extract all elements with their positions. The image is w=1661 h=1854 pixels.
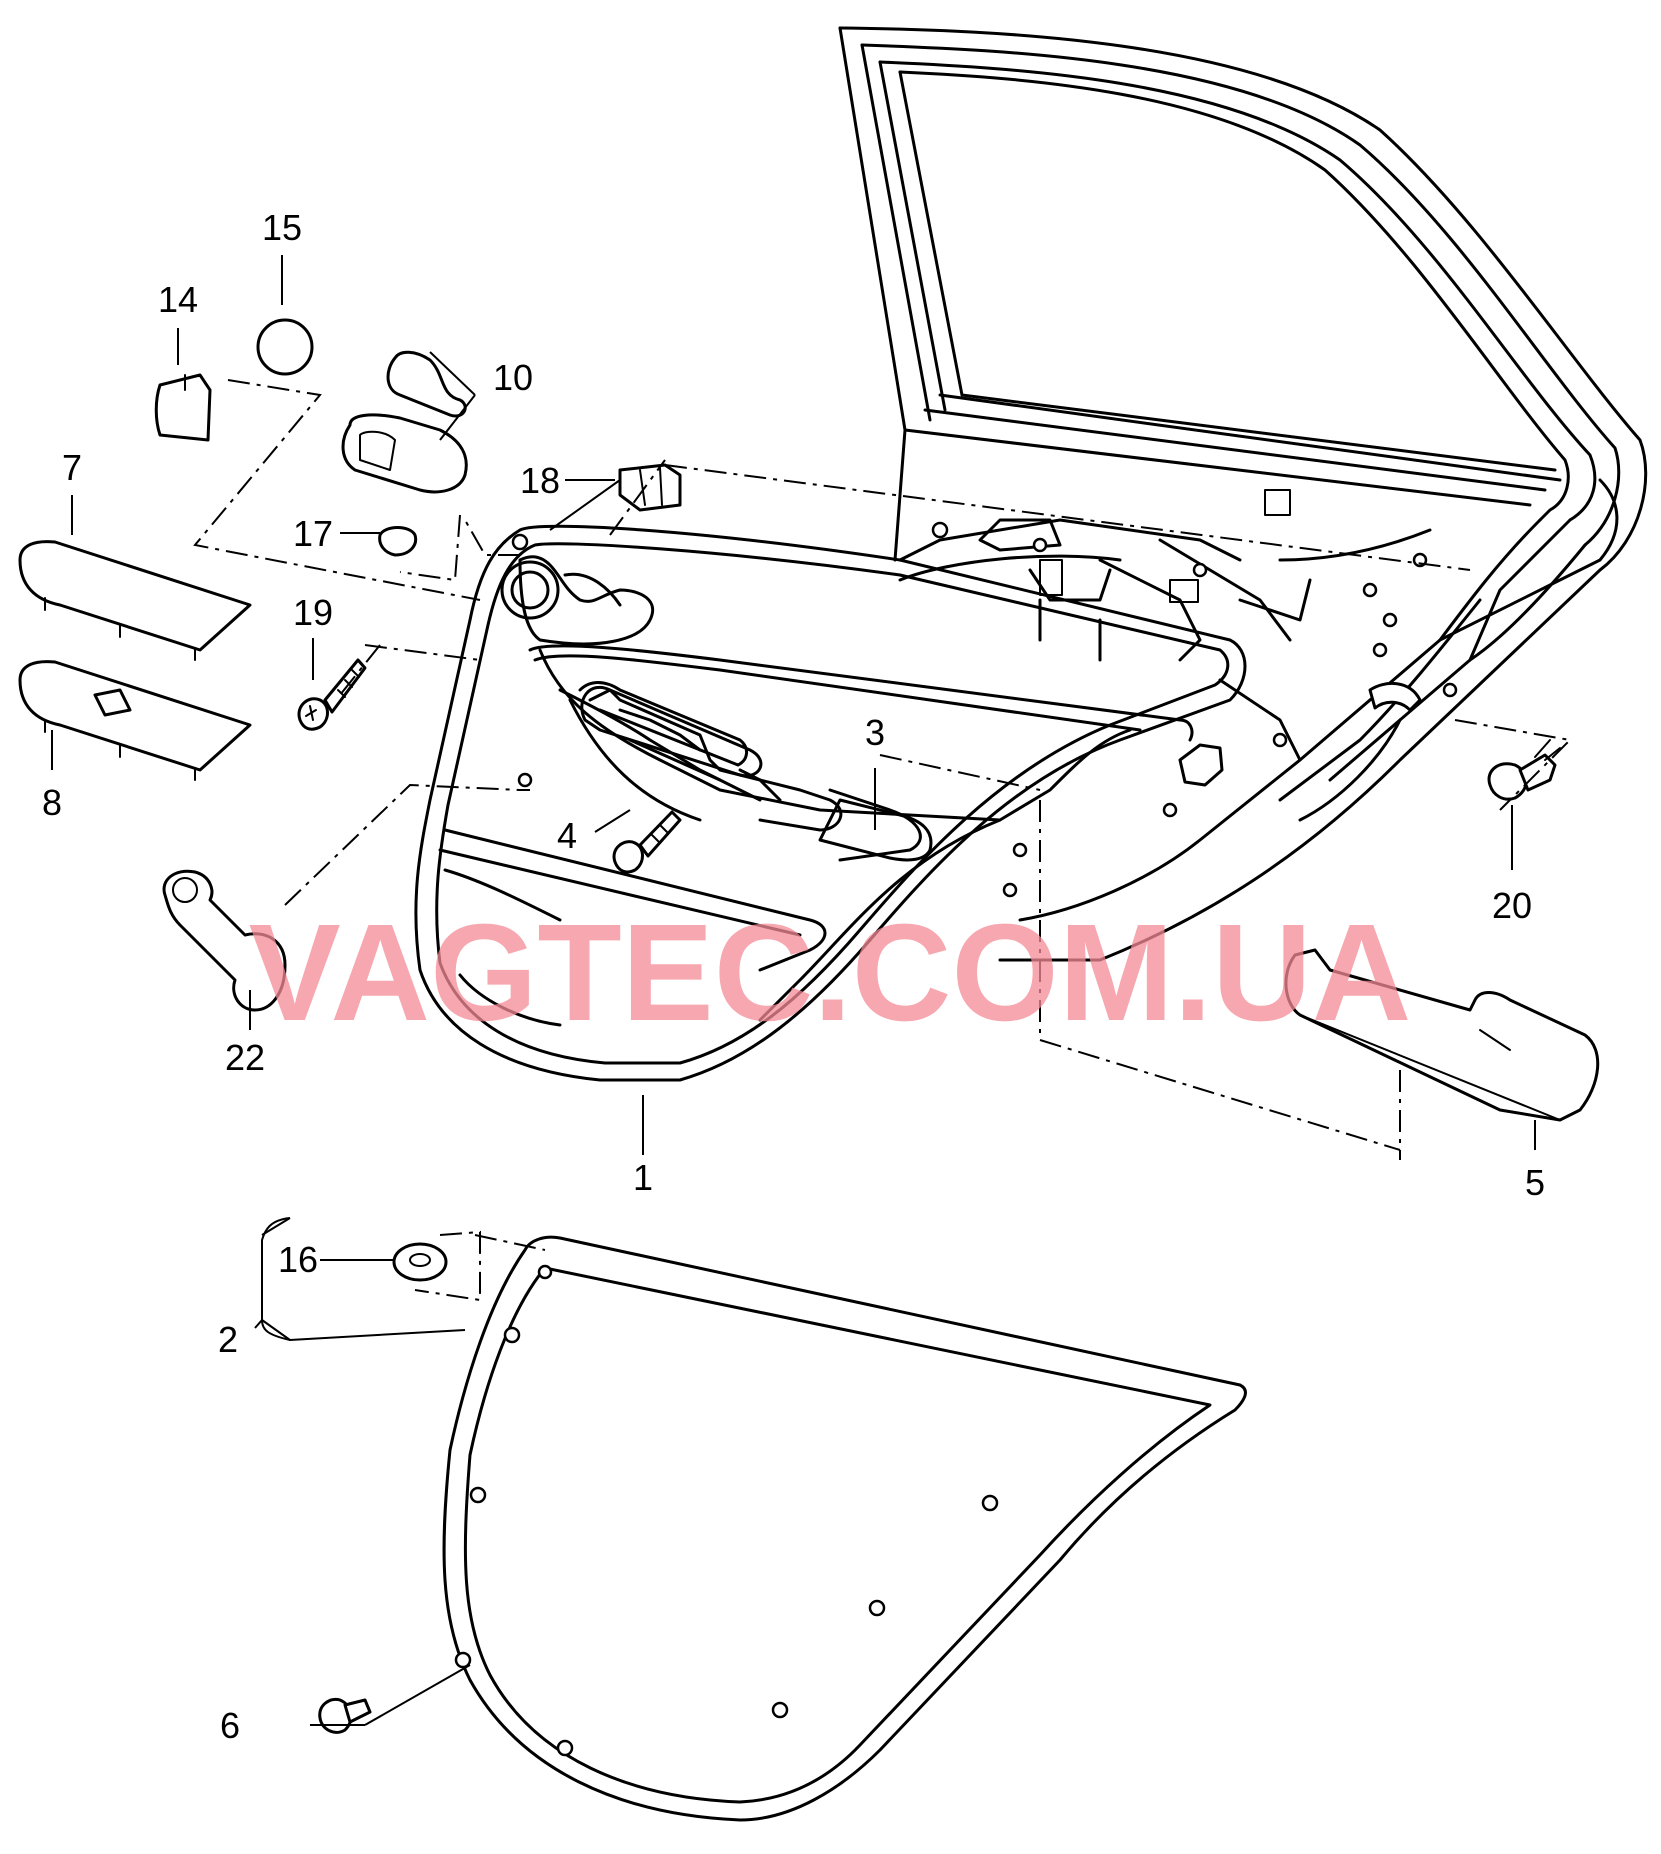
insulation-sheet (442, 1235, 1247, 1822)
expanding-rivet-20 (1487, 739, 1561, 801)
round-cap (256, 318, 314, 376)
watermark: VAGTEC.COM.UA (249, 896, 1412, 1050)
grommet-16 (392, 1242, 448, 1282)
callout-20: 20 (1492, 885, 1532, 926)
screw-19 (297, 658, 367, 731)
callout-4: 4 (557, 815, 577, 856)
screw-4 (612, 810, 682, 874)
callout-19: 19 (293, 592, 333, 633)
window-crank (162, 869, 287, 1012)
armrest-pad (1284, 948, 1600, 1122)
callout-2: 2 (218, 1319, 238, 1360)
door-pull-cover (818, 798, 933, 862)
callout-labels: 1 2 3 4 5 6 7 8 10 14 15 16 17 18 19 20 … (42, 207, 1545, 1746)
handle-bezel (341, 350, 468, 494)
trim-cap (154, 373, 212, 442)
callout-17: 17 (293, 513, 333, 554)
callout-15: 15 (262, 207, 302, 248)
screw-6 (318, 1697, 372, 1734)
callout-3: 3 (865, 712, 885, 753)
callout-7: 7 (62, 447, 82, 488)
callout-14: 14 (158, 279, 198, 320)
callout-5: 5 (1525, 1162, 1545, 1203)
door-trim-panel (414, 524, 1247, 1082)
callout-22: 22 (225, 1037, 265, 1078)
callout-8: 8 (42, 782, 62, 823)
callout-6: 6 (220, 1705, 240, 1746)
assembly-dash-lines (193, 379, 1573, 1302)
clip-18 (618, 463, 682, 512)
armrest-handle (580, 685, 763, 778)
trim-strip-upper (18, 540, 252, 661)
window-switch-trim (18, 660, 252, 781)
callout-16: 16 (278, 1239, 318, 1280)
door-frame (838, 26, 1648, 962)
callout-1: 1 (633, 1157, 653, 1198)
callout-10: 10 (493, 357, 533, 398)
clip-17 (378, 526, 418, 557)
leader-lines (51, 255, 1536, 1726)
callout-18: 18 (520, 460, 560, 501)
